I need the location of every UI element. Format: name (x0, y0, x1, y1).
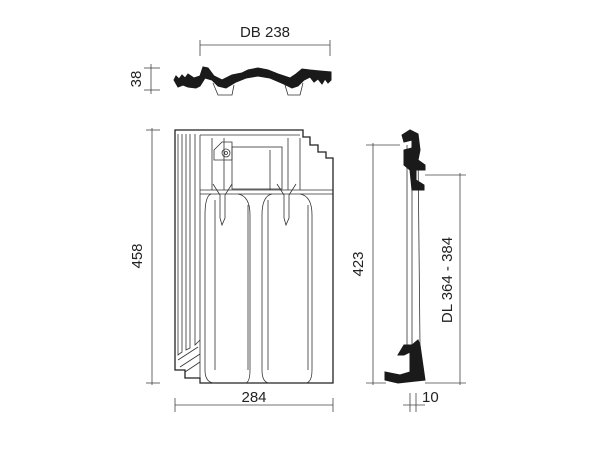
overall-width-label: 284 (241, 389, 266, 406)
overall-length-dimension: 458 (129, 128, 160, 385)
tile-front-view (174, 129, 334, 384)
profile-height-label: 38 (128, 71, 145, 88)
tile-profile-section (173, 66, 332, 96)
batten-gauge-label: DL 364 - 384 (439, 237, 456, 323)
batten-gauge-dimension: DL 364 - 384 (425, 173, 466, 385)
thickness-label: 10 (422, 389, 439, 406)
overall-length-label: 458 (129, 243, 146, 268)
width-dimension: DB 238 (199, 24, 331, 56)
cover-length-label: 423 (350, 251, 367, 276)
cover-length-dimension: 423 (350, 143, 400, 385)
thickness-dimension: 10 (403, 389, 439, 412)
profile-height-dimension: 38 (128, 64, 160, 94)
width-label: DB 238 (240, 24, 290, 41)
tile-side-view (384, 129, 426, 384)
overall-width-dimension: 284 (174, 389, 334, 412)
